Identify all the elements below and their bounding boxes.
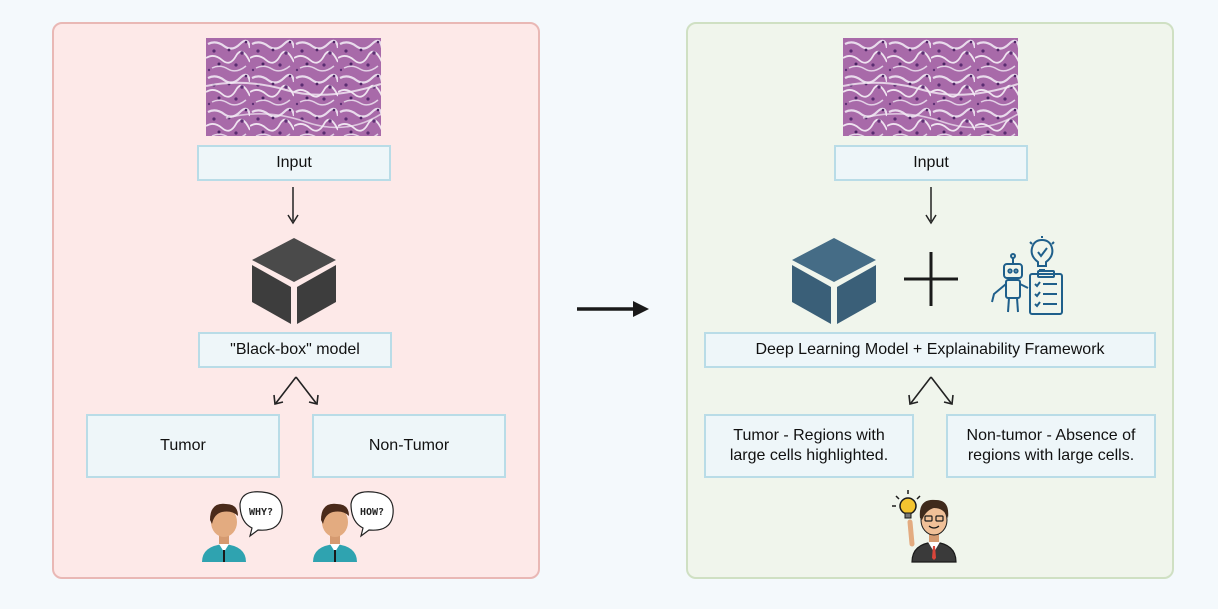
plus-icon: [904, 252, 958, 306]
person-icon-how: HOW?: [313, 491, 394, 562]
non-tumor-output-label: Non-Tumor: [368, 437, 450, 454]
transition-arrow-icon: [577, 301, 649, 317]
arrow-down-icon: [287, 187, 299, 225]
person-lightbulb-icon: [892, 490, 957, 563]
branch-arrows-icon: [273, 376, 319, 405]
non-tumor-output-box: Non-Tumor: [312, 414, 506, 478]
why-bubble-text: WHY?: [249, 507, 273, 518]
arrow-down-icon-right: [925, 187, 937, 225]
branch-arrows-icon-right: [908, 376, 954, 405]
non-tumor-explained-box: Non-tumor - Absence of regions with larg…: [946, 414, 1156, 478]
non-tumor-explained-line1: Non-tumor - Absence of: [966, 427, 1136, 444]
left-input-box: Input: [197, 145, 391, 181]
deep-learning-model-label: Deep Learning Model + Explainability Fra…: [755, 341, 1105, 358]
how-bubble-text: HOW?: [360, 507, 384, 518]
tumor-output-label: Tumor: [160, 437, 206, 454]
left-input-label: Input: [276, 154, 312, 171]
tissue-histology-image-left: [206, 38, 381, 136]
tumor-output-box: Tumor: [86, 414, 280, 478]
robot-checklist-icon: [991, 236, 1063, 315]
person-icon-why: WHY?: [202, 491, 283, 562]
black-box-model-label: "Black-box" model: [230, 341, 360, 358]
deep-learning-model-box: Deep Learning Model + Explainability Fra…: [704, 332, 1156, 368]
non-tumor-explained-line2: regions with large cells.: [967, 447, 1135, 464]
tissue-histology-image-right: [843, 38, 1018, 136]
right-input-label: Input: [913, 154, 949, 171]
black-box-model-box: "Black-box" model: [198, 332, 392, 368]
tumor-explained-line2: large cells highlighted.: [729, 447, 889, 464]
tumor-explained-box: Tumor - Regions with large cells highlig…: [704, 414, 914, 478]
right-input-box: Input: [834, 145, 1028, 181]
deep-learning-cube-icon: [792, 238, 876, 324]
black-box-cube-icon: [252, 238, 336, 324]
tumor-explained-line1: Tumor - Regions with: [733, 427, 885, 444]
